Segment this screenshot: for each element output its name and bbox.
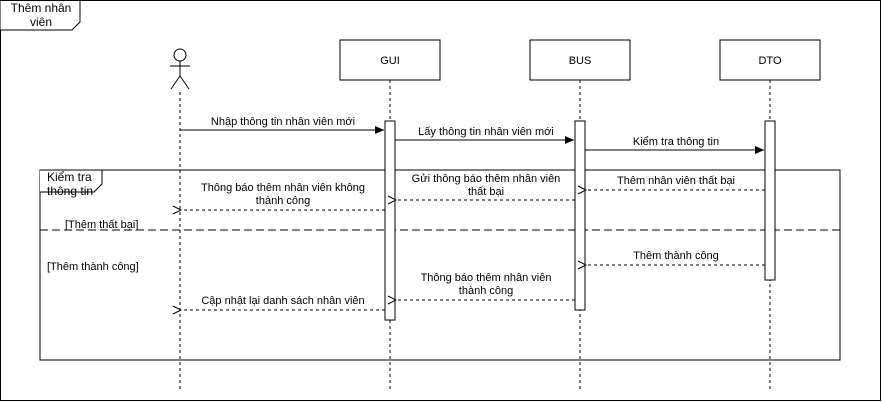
message-label-5-line1: Gửi thông báo thêm nhân viên: [412, 173, 561, 185]
alt-guard-success: [Thêm thành công]: [47, 261, 139, 273]
message-label-6-line1: Thông báo thêm nhân viên không: [201, 182, 365, 194]
dto-activation-bar: [764, 120, 776, 281]
bus-participant-box: [529, 39, 631, 81]
message-label-3: Kiểm tra thông tin: [633, 136, 719, 148]
message-label-7: Thêm thành công: [633, 250, 719, 262]
alt-fragment-title-line1: Kiểm tra: [47, 170, 92, 184]
message-label-8-line2: thành công: [459, 285, 513, 297]
dto-participant-label: DTO: [758, 55, 781, 67]
message-label-5-line2: thất bại: [468, 186, 504, 198]
gui-activation-bar: [384, 120, 396, 321]
bus-activation-bar: [574, 120, 586, 311]
actor-icon: [170, 48, 190, 90]
alt-fragment-title-line2: thông tin: [47, 184, 93, 198]
alt-guard-failure: [Thêm thất bại]: [65, 219, 138, 231]
message-label-9: Cập nhật lại danh sách nhân viên: [201, 295, 364, 307]
bus-participant-label: BUS: [569, 55, 592, 67]
frame-title-tab: [0, 0, 81, 31]
frame-title-line2: viên: [30, 15, 52, 29]
message-label-2: Lấy thông tin nhân viên mới: [418, 126, 554, 138]
message-label-4: Thêm nhân viên thất bại: [617, 175, 735, 187]
alt-fragment: [39, 169, 841, 361]
alt-fragment-title-tab: [40, 169, 103, 193]
gui-participant-label: GUI: [380, 55, 400, 67]
message-label-6-line2: thành công: [256, 195, 310, 207]
dto-participant-box: [719, 39, 821, 81]
message-label-8-line1: Thông báo thêm nhân viên: [421, 272, 552, 284]
message-label-1: Nhập thông tin nhân viên mới: [211, 116, 355, 128]
frame-title-line1: Thêm nhân: [11, 1, 72, 15]
gui-participant-box: [339, 39, 441, 81]
